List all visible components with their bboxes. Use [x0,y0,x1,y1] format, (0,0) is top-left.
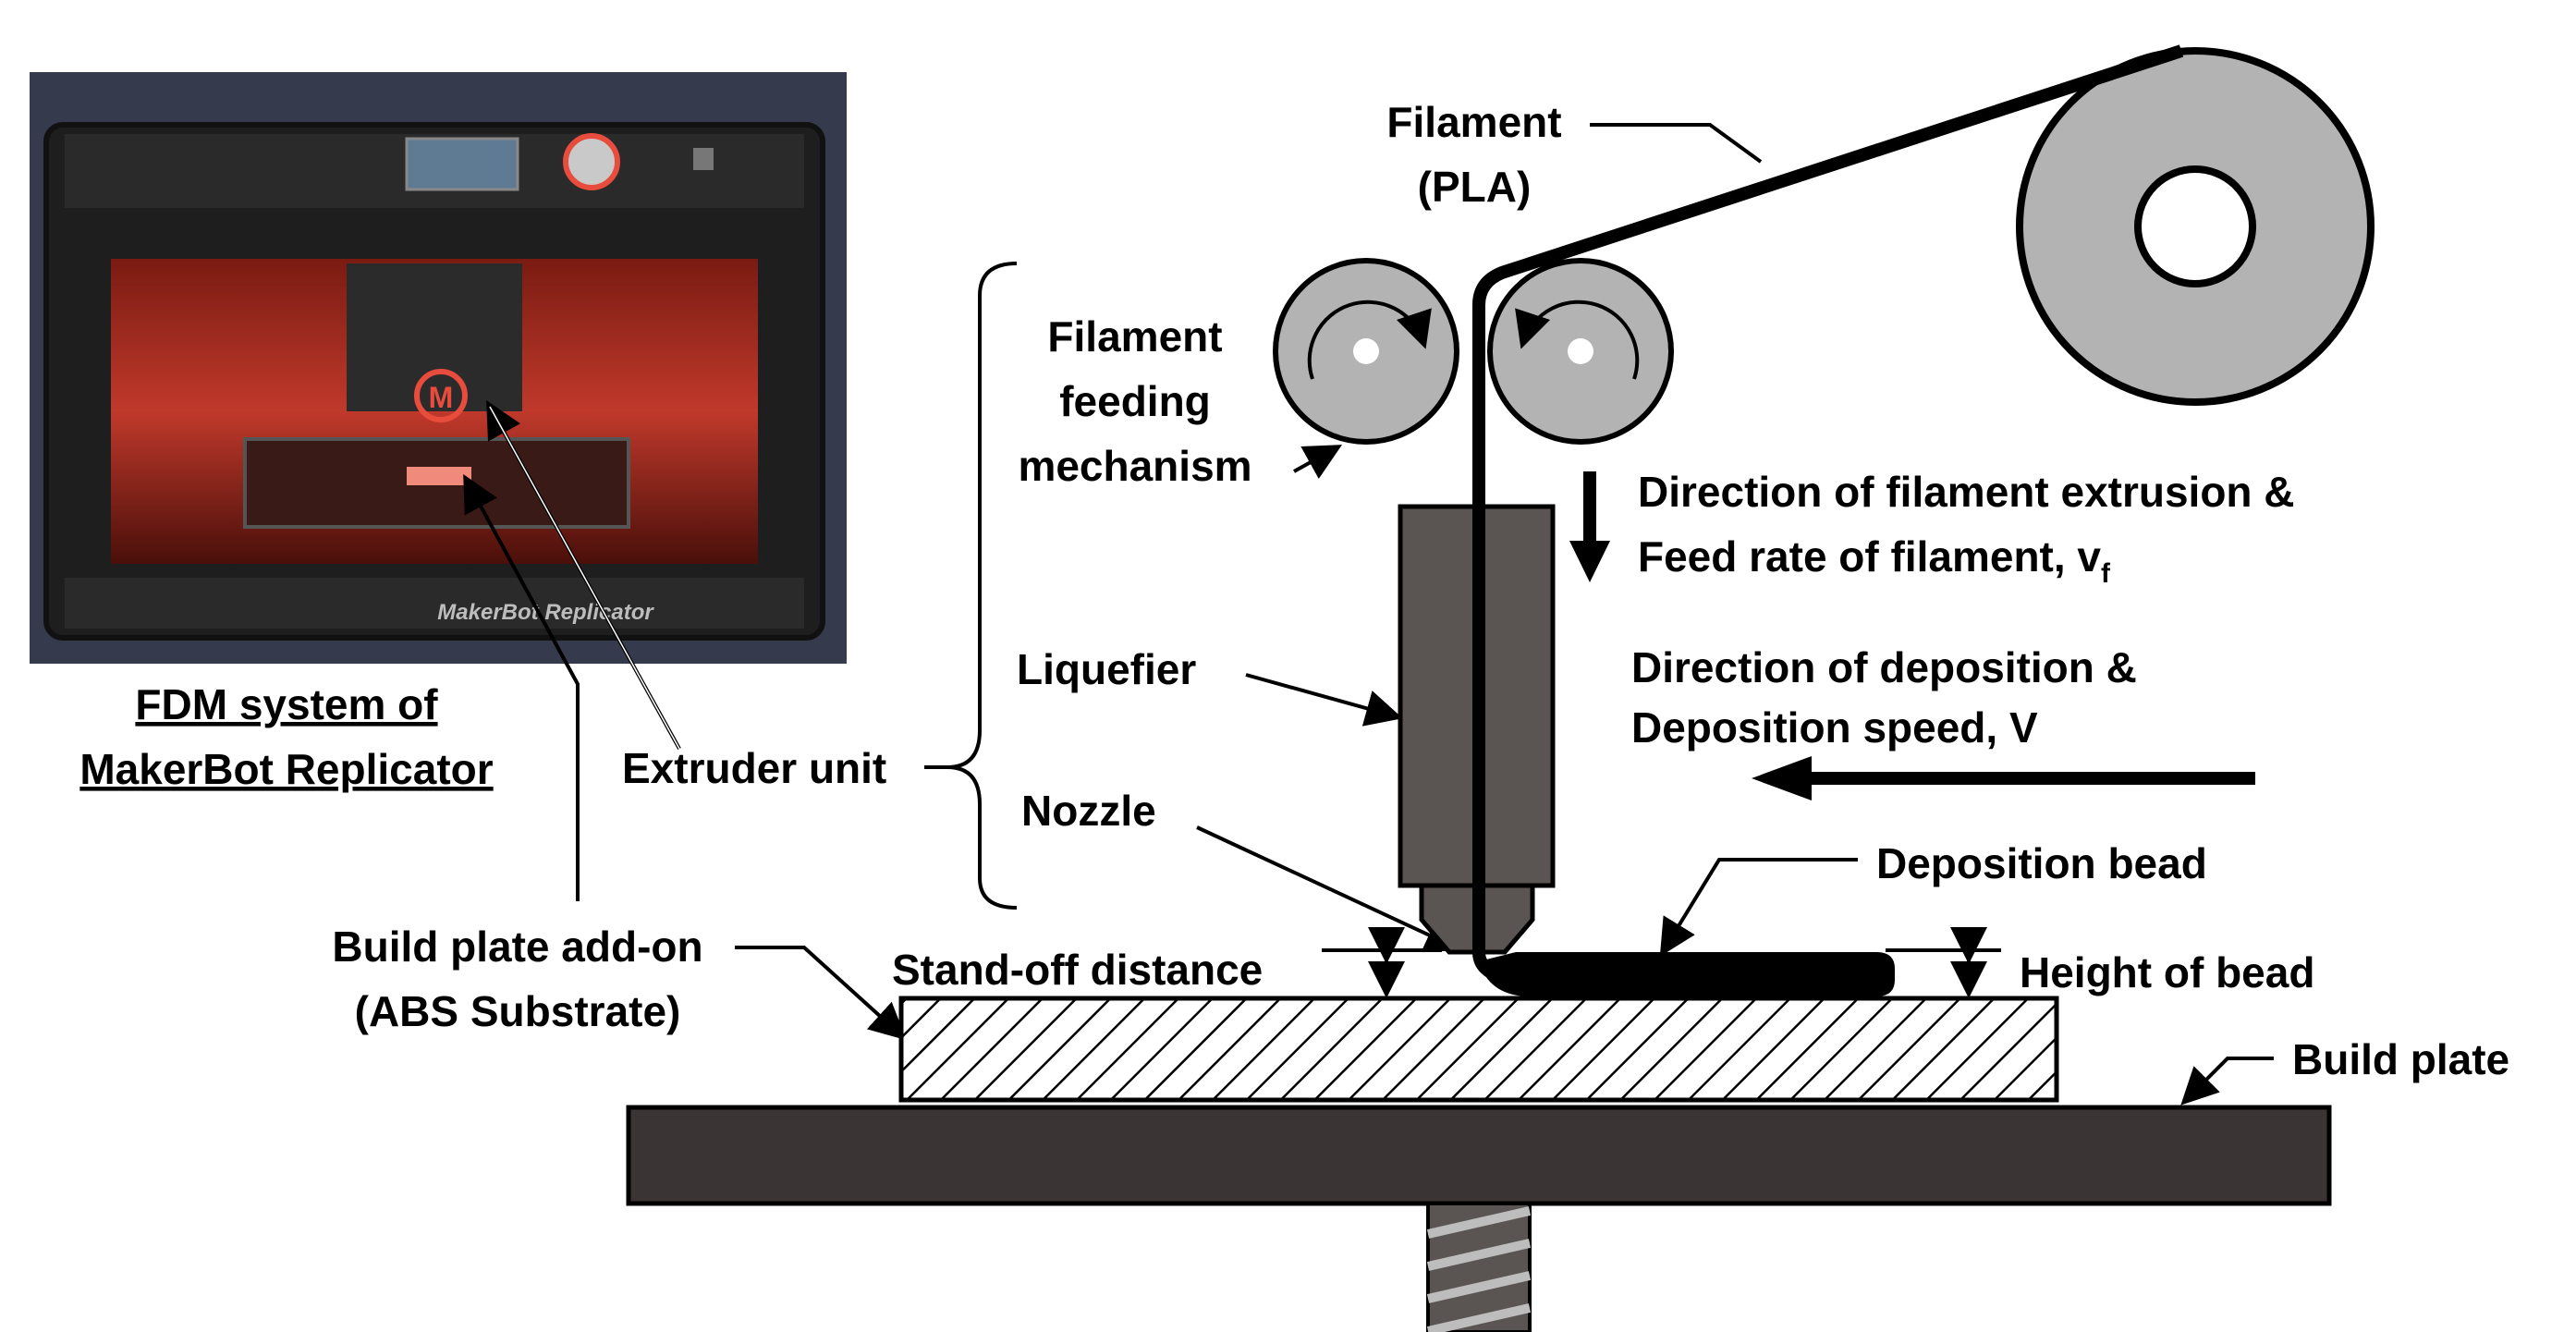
printer-screen [405,137,519,191]
printer-dial-icon [563,133,620,190]
makerbot-logo-icon [414,369,468,422]
nozzle-label: Nozzle [1021,787,1156,835]
lead-screw [1426,1202,1532,1332]
abs-substrate [898,996,2059,1103]
deposition-label-line2: Deposition speed, V [1631,703,2038,752]
nozzle-pointer [1196,825,1463,952]
svg-text:M: M [429,381,454,414]
filament-label-line1: Filament [1386,98,1561,146]
printer-base [65,578,804,629]
roller-left-rotation-icon [1307,299,1432,380]
abs-substrate-photo [407,467,471,485]
feeding-label-line1: Filament [1047,312,1222,360]
liquefier-pointer [1245,673,1403,727]
extrusion-arrow-head [1569,541,1610,582]
build-plate-pointer [2180,1057,2274,1106]
build-plate [626,1105,2332,1206]
deposition-bead-label: Deposition bead [1876,839,2207,887]
feed-roller-right-axle [1568,338,1593,364]
photo-caption-line2: MakerBot Replicator [79,745,493,793]
filament-pointer [1590,123,1763,164]
addon-pointer [463,473,580,901]
filament-label-line2: (PLA) [1418,163,1532,211]
extrusion-subscript: f [2101,558,2111,589]
roller-right-rotation-icon [1515,299,1640,380]
deposition-arrow-head [1752,756,1812,800]
power-button-icon [693,148,714,170]
extruder-block [347,263,522,411]
printer-brand-text: MakerBot Replicator [437,600,654,625]
spool-hole [2134,165,2256,287]
extruder-brace [946,262,1018,910]
extruder-unit-pointer-inner [489,406,680,750]
deposition-label-line1: Direction of deposition & [1631,643,2137,691]
extrusion-label-line2: Feed rate of filament, vf [1638,532,2111,589]
build-plate-label: Build plate [2292,1035,2509,1083]
standoff-label: Stand-off distance [892,946,1263,994]
build-plate-addon-line2: (ABS Substrate) [355,987,681,1035]
extrusion-label-line2-text: Feed rate of filament, v [1638,532,2101,580]
bead-pointer [1659,858,1858,957]
feeding-label-line3: mechanism [1018,442,1251,490]
printer-photo: M MakerBot Replicator [30,72,847,664]
deposition-bead [1479,952,1895,996]
feed-roller-left-axle [1353,338,1379,364]
feeding-pointer [1293,445,1342,480]
photo-caption-line1: FDM system of [135,680,438,728]
liquefier-label: Liquefier [1017,645,1196,693]
extrusion-label-line1: Direction of filament extrusion & [1638,468,2295,516]
feeding-label-line2: feeding [1059,377,1211,425]
build-plate-addon-line1: Build plate add-on [332,923,702,971]
addon-callout-line [735,946,907,1041]
height-of-bead-label: Height of bead [2020,948,2314,996]
extruder-unit-label: Extruder unit [622,744,886,792]
